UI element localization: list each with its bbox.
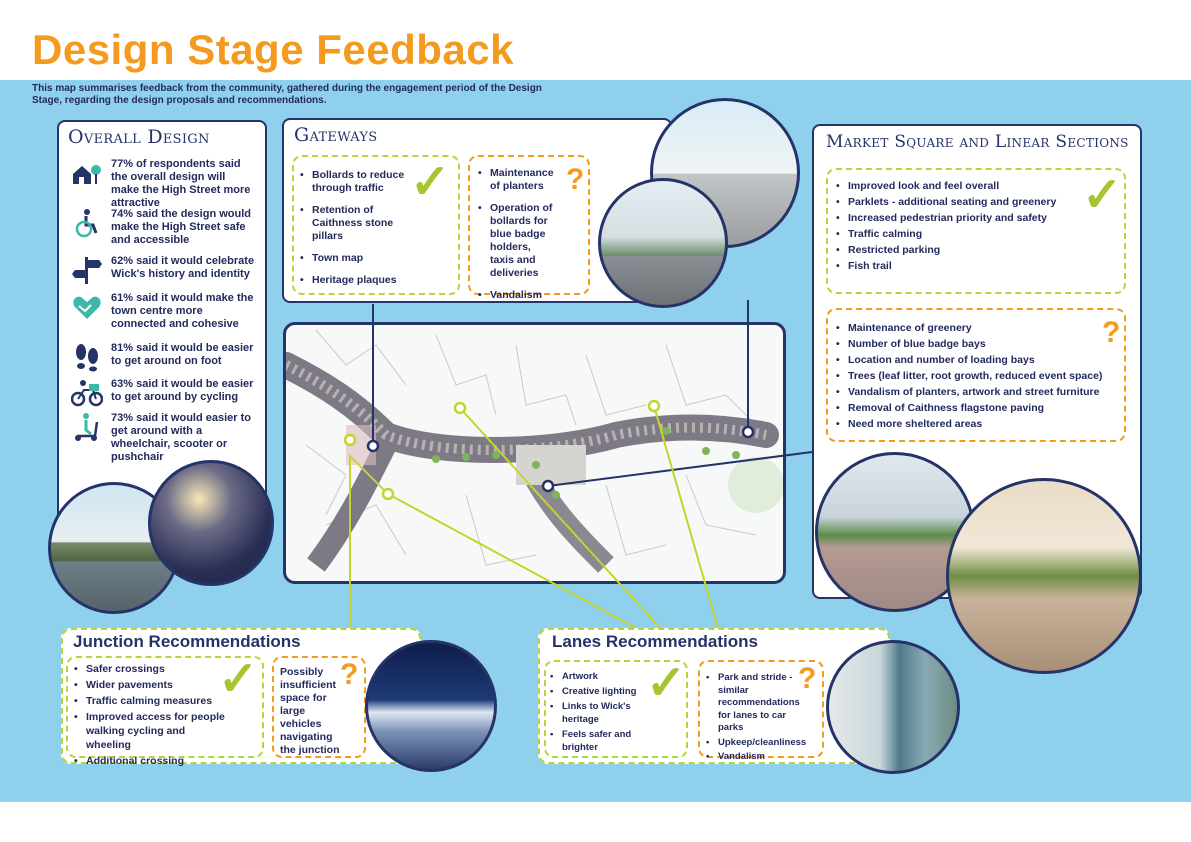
lanes-concerns-box: Park and stride - similar recommendation… [698,660,824,763]
market-concerns-box: Maintenance of greenery Number of blue b… [826,308,1126,442]
question-icon: ? [1102,316,1121,349]
market-concern-item: Trees (leaf litter, root growth, reduced… [834,368,1104,384]
footprints-icon [76,344,98,372]
market-concern-item: Number of blue badge bays [834,336,1104,352]
question-icon: ? [798,662,817,695]
market-positive-item: Parklets - additional seating and greene… [834,194,1084,210]
market-positive-item: Restricted parking [834,242,1084,258]
market-positive-item: Increased pedestrian priority and safety [834,210,1084,226]
od-item-2: 74% said the design would make the High … [71,208,256,247]
overall-design-heading: Overall Design [68,126,210,148]
house-tree-icon [73,165,101,184]
lanes-concern-item: Upkeep/cleanliness [704,737,822,750]
check-icon: ✓ [218,653,259,706]
site-map [283,322,786,584]
wheelchair-icon [75,209,98,238]
od-item-1: 77% of respondents said the overall desi… [71,158,256,210]
market-positive-item: Traffic calming [834,226,1084,242]
junction-positive-item: Additional crossing [72,754,232,768]
gateways-concerns-box: Maintenance of planters Operation of bol… [468,155,590,302]
gateways-positive-item: Retention of Caithness stone pillars [298,204,410,243]
junction-positive-box: Safer crossings Wider pavements Traffic … [66,653,264,768]
od-item-3: 62% said it would celebrate Wick's histo… [71,255,256,285]
page-title: Design Stage Feedback [32,26,514,73]
lanes-concern-item: Vandalism [704,751,822,764]
gateways-concern-item: Maintenance of planters [476,167,556,193]
junction-positive-item: Wider pavements [72,678,232,692]
gateways-heading: Gateways [294,124,378,146]
market-positive-item: Improved look and feel overall [834,178,1084,194]
check-icon: ✓ [410,156,451,209]
signpost-icon [72,257,102,284]
market-positive-item: Fish trail [834,258,1084,274]
junction-photo-night [365,640,497,772]
junction-positive-item: Traffic calming measures [72,694,232,708]
gateways-concern-item: Operation of bollards for blue badge hol… [476,202,556,280]
gateway-photo-pillars [598,178,728,308]
check-icon: ✓ [646,657,687,710]
od-item-7: 73% said it would easier to get around w… [71,412,256,464]
lanes-positive-item: Feels safer and brighter [548,728,648,754]
market-concern-item: Maintenance of greenery [834,320,1104,336]
lanes-photo-mural [826,640,960,774]
gateways-positive-item: Heritage plaques [298,274,410,287]
heart-hands-icon [73,296,101,319]
market-square-heading: Market Square and Linear Sections [826,132,1129,152]
gateways-concern-item: Vandalism [476,289,556,302]
market-concern-item: Vandalism of planters, artwork and stree… [834,384,1104,400]
market-concern-item: Removal of Caithness flagstone paving [834,400,1104,416]
lanes-concern-item: Park and stride - similar recommendation… [704,672,822,735]
lanes-positive-item: Artwork [548,670,648,683]
gateways-positive-box: Bollards to reduce through traffic Reten… [292,155,460,295]
bicycle-icon [71,380,103,407]
od-item-6: 63% said it would be easier to get aroun… [71,378,256,408]
junction-positive-item: Improved access for people walking cycli… [72,710,232,752]
junction-heading: Junction Recommendations [73,632,301,651]
overall-photo-lights [148,460,274,586]
gateways-positive-item: Town map [298,252,410,265]
junction-concern-item: Possibly insufficient space for large ve… [280,666,340,756]
junction-positive-item: Safer crossings [72,662,232,676]
market-concern-item: Need more sheltered areas [834,416,1104,432]
lanes-positive-item: Creative lighting [548,685,648,698]
market-photo-trees [946,478,1142,674]
lanes-positive-item: Links to Wick's heritage [548,700,648,726]
od-item-4: 61% said it would make the town centre m… [71,292,256,331]
lanes-heading: Lanes Recommendations [552,632,758,651]
scooter-icon [75,413,99,441]
gateways-positive-item: Bollards to reduce through traffic [298,169,410,195]
junction-concerns-box: Possibly insufficient space for large ve… [272,656,366,758]
od-item-5: 81% said it would be easier to get aroun… [71,342,256,372]
market-positive-box: Improved look and feel overall Parklets … [826,168,1126,294]
map-drawing [286,329,783,573]
question-icon: ? [340,658,359,691]
check-icon: ✓ [1082,169,1123,222]
intro-text: This map summarises feedback from the co… [32,83,542,106]
question-icon: ? [566,163,585,196]
overall-design-panel: Overall Design 77% of respondents said t… [57,120,267,540]
market-concern-item: Location and number of loading bays [834,352,1104,368]
lanes-positive-box: Artwork Creative lighting Links to Wick'… [544,660,688,758]
